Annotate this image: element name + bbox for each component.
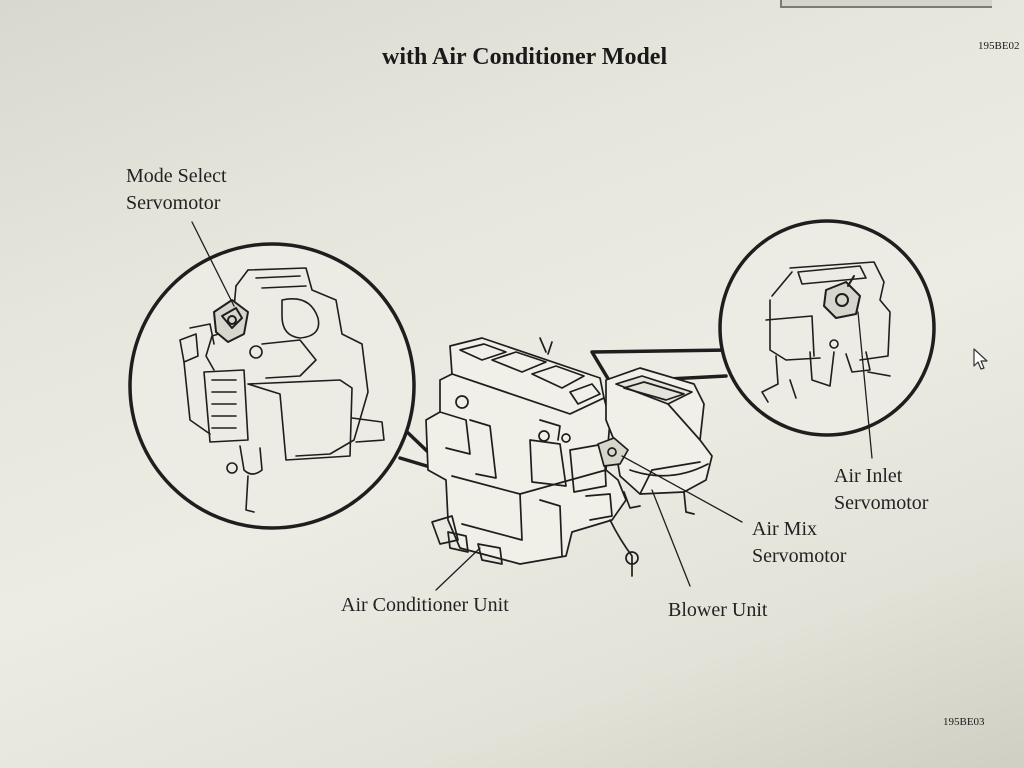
leader-lines bbox=[191, 221, 873, 591]
figure-code-top: 195BE02 bbox=[978, 40, 1020, 52]
label-mode-select-servomotor: Mode Select Servomotor bbox=[126, 165, 227, 214]
mode-select-detail-callout bbox=[128, 242, 452, 530]
monitor-bezel-edge bbox=[780, 0, 992, 8]
label-air-inlet-servomotor: Air Inlet Servomotor bbox=[834, 465, 929, 514]
label-air-mix-servomotor: Air Mix Servomotor bbox=[752, 518, 847, 567]
mouse-pointer-icon bbox=[973, 348, 988, 370]
air-inlet-detail-callout bbox=[590, 219, 936, 437]
figure-code-bottom: 195BE03 bbox=[943, 716, 985, 728]
label-air-conditioner-unit: Air Conditioner Unit bbox=[341, 594, 509, 616]
label-blower-unit: Blower Unit bbox=[668, 599, 768, 621]
diagram-title: with Air Conditioner Model bbox=[382, 44, 668, 70]
